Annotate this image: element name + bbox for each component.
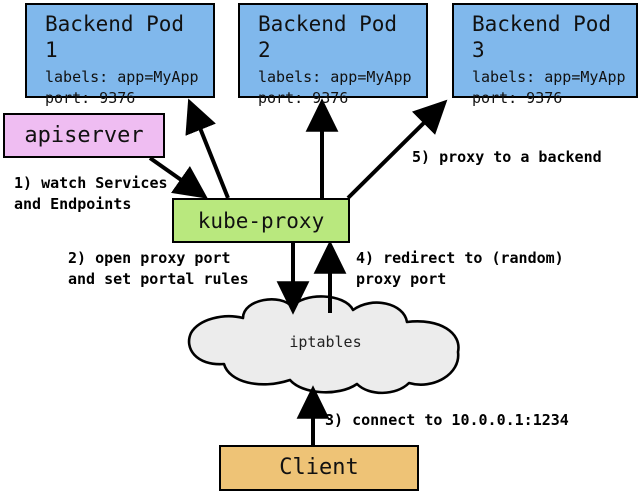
pod1-labels: labels: app=MyApp — [45, 68, 199, 86]
node-kube-proxy[interactable]: kube-proxy — [172, 198, 350, 243]
apiserver-title: apiserver — [24, 122, 144, 148]
pod1-title: Backend Pod 1 — [45, 12, 185, 62]
step-label-4: 4) redirect to (random) proxy port — [356, 249, 564, 288]
arrow-kubeproxy-to-pod1 — [185, 98, 230, 199]
step-label-3: 3) connect to 10.0.0.1:1234 — [325, 411, 569, 429]
step-label-1: 1) watch Services and Endpoints — [14, 174, 168, 213]
iptables-cloud — [187, 295, 460, 395]
arrow-apiserver-to-kubeproxy — [148, 156, 208, 199]
node-client[interactable]: Client — [219, 445, 419, 491]
arrow-kubeproxy-to-pod3 — [346, 99, 448, 200]
iptables-label: iptables — [289, 333, 362, 351]
node-backend-pod-1[interactable]: Backend Pod 1 labels: app=MyApp port: 93… — [25, 3, 215, 107]
pod1-port: port: 9376 — [45, 89, 136, 107]
pod2-title: Backend Pod 2 — [258, 12, 398, 62]
pod2-labels: labels: app=MyApp — [258, 68, 412, 86]
kubeproxy-title: kube-proxy — [197, 208, 325, 233]
pod3-port: port: 9376 — [472, 89, 563, 107]
pod3-labels: labels: app=MyApp — [472, 68, 626, 86]
pod2-port: port: 9376 — [258, 89, 349, 107]
pod3-title: Backend Pod 3 — [472, 12, 612, 62]
node-apiserver[interactable]: apiserver — [3, 113, 165, 158]
node-backend-pod-3[interactable]: Backend Pod 3 labels: app=MyApp port: 93… — [452, 3, 638, 107]
client-title: Client — [279, 455, 359, 480]
step-label-5: 5) proxy to a backend — [412, 148, 602, 166]
step-label-2: 2) open proxy port and set portal rules — [68, 249, 249, 288]
node-backend-pod-2[interactable]: Backend Pod 2 labels: app=MyApp port: 93… — [238, 3, 428, 107]
